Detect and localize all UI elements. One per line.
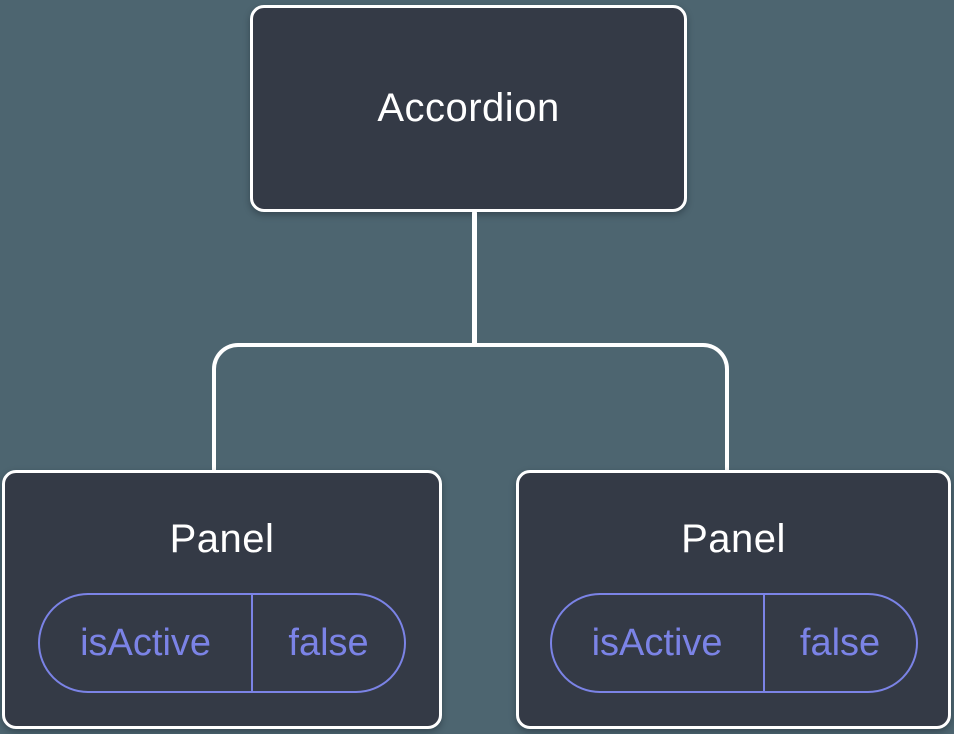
connector-branches xyxy=(212,343,729,470)
tree-node-accordion: Accordion xyxy=(250,5,687,212)
node-label-panel-1: Panel xyxy=(169,517,275,561)
state-pill-panel-2: isActive false xyxy=(549,593,918,693)
state-value-panel-1: false xyxy=(288,621,369,664)
state-key-panel-2: isActive xyxy=(552,595,765,691)
state-key-panel-1: isActive xyxy=(40,595,254,691)
tree-node-panel-1: Panel isActive false xyxy=(2,470,442,729)
state-pill-panel-1: isActive false xyxy=(38,593,406,693)
tree-node-panel-2: Panel isActive false xyxy=(516,470,951,729)
node-label-accordion: Accordion xyxy=(377,86,560,130)
connector-root-stem xyxy=(472,211,477,345)
state-value-panel-2: false xyxy=(799,621,881,664)
node-label-panel-2: Panel xyxy=(681,517,786,561)
